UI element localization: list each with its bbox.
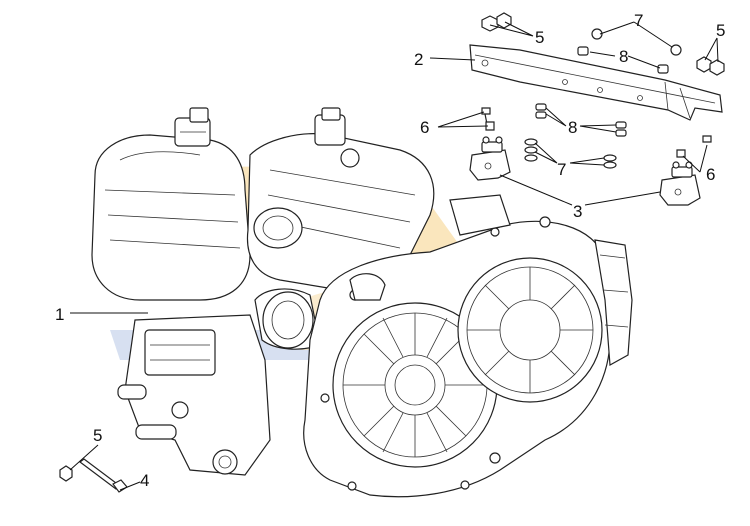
callout-1: 1	[55, 305, 64, 324]
callout-5-top: 5	[535, 28, 544, 47]
callout-6-right: 6	[706, 165, 715, 184]
callout-5-bottom: 5	[93, 426, 102, 445]
callout-labels: 1 2 3 4 5 5 5 6 6 7 7 8 8	[55, 11, 725, 490]
callout-5-right: 5	[716, 21, 725, 40]
front-pulley-fins	[343, 313, 487, 457]
callout-4: 4	[140, 471, 149, 490]
rear-pulley-fins	[467, 267, 593, 393]
callout-7-top: 7	[634, 11, 643, 30]
callout-3: 3	[573, 202, 582, 221]
callout-6-left: 6	[420, 118, 429, 137]
callout-8-top: 8	[619, 47, 628, 66]
engine-mount-left	[469, 136, 511, 181]
hardware-parts	[59, 12, 725, 493]
engine-mount-right	[659, 161, 701, 206]
engine-assembly	[91, 107, 633, 498]
callout-8-middle: 8	[568, 118, 577, 137]
callout-7-middle: 7	[557, 160, 566, 179]
callout-2: 2	[414, 50, 423, 69]
leader-lines	[69, 21, 719, 491]
support-bracket	[469, 44, 723, 121]
